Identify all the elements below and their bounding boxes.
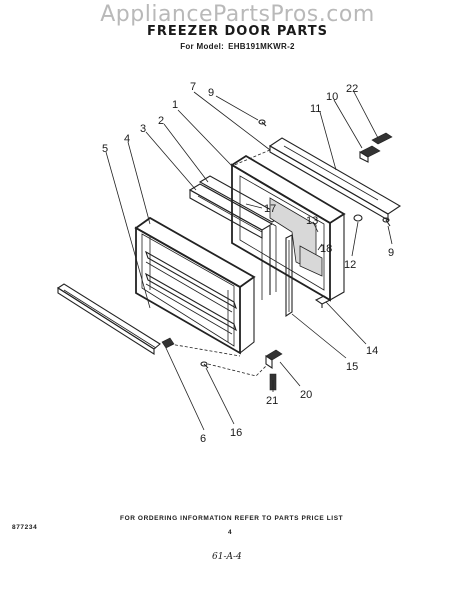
callout-18: 18 [320, 243, 332, 255]
page-title: FREEZER DOOR PARTS [147, 24, 328, 39]
callout-7: 7 [190, 81, 196, 93]
model-line: For Model:EHB191MKWR-2 [0, 42, 475, 51]
model-prefix: For Model: [180, 42, 225, 51]
callout-21: 21 [266, 395, 278, 407]
part-9-screw-right [382, 217, 391, 227]
callout-11: 11 [310, 103, 321, 115]
callout-2: 2 [158, 115, 164, 127]
part-5-handle-strip [56, 283, 161, 356]
model-number: EHB191MKWR-2 [228, 42, 295, 51]
part-14-hinge-pin [314, 295, 332, 308]
part-20-hinge-block [265, 349, 283, 370]
callout-9-right: 9 [388, 247, 394, 259]
part-9-screw-top [258, 119, 267, 127]
callout-10: 10 [326, 91, 338, 103]
part-22-cap [371, 132, 393, 145]
part-code: 877234 [12, 524, 38, 531]
callout-20: 20 [300, 389, 312, 401]
watermark: AppliancePartsPros.com [100, 2, 375, 27]
leader-lines [105, 91, 393, 431]
part-1-door-panel [230, 154, 346, 302]
part-15-hinge-strip [285, 234, 293, 318]
callout-22: 22 [346, 83, 358, 95]
part-4-door-liner [134, 216, 256, 355]
callout-labels: 5 4 3 2 1 7 9 11 10 22 17 13 18 9 12 14 … [102, 81, 394, 445]
callout-15: 15 [346, 361, 358, 373]
callout-9-top: 9 [208, 87, 214, 99]
ordering-instruction: FOR ORDERING INFORMATION REFER TO PARTS … [120, 515, 344, 522]
callout-14: 14 [366, 345, 378, 357]
part-12-plug [353, 214, 363, 222]
part-3-gasket [188, 183, 274, 300]
page-number: 4 [228, 529, 233, 536]
part-16-screw [200, 361, 209, 369]
callout-3: 3 [140, 123, 146, 135]
callout-16: 16 [230, 427, 242, 439]
callout-1: 1 [172, 99, 178, 111]
callout-4: 4 [124, 133, 130, 145]
callout-12: 12 [344, 259, 356, 271]
callout-13: 13 [306, 215, 318, 227]
part-10-bracket [359, 145, 381, 163]
part-6-clip [161, 337, 175, 349]
callout-17: 17 [264, 203, 276, 215]
handwritten-note: 61-A-4 [212, 552, 242, 562]
assembly-guides [169, 149, 271, 377]
callout-6: 6 [200, 433, 206, 445]
callout-5: 5 [102, 143, 108, 155]
